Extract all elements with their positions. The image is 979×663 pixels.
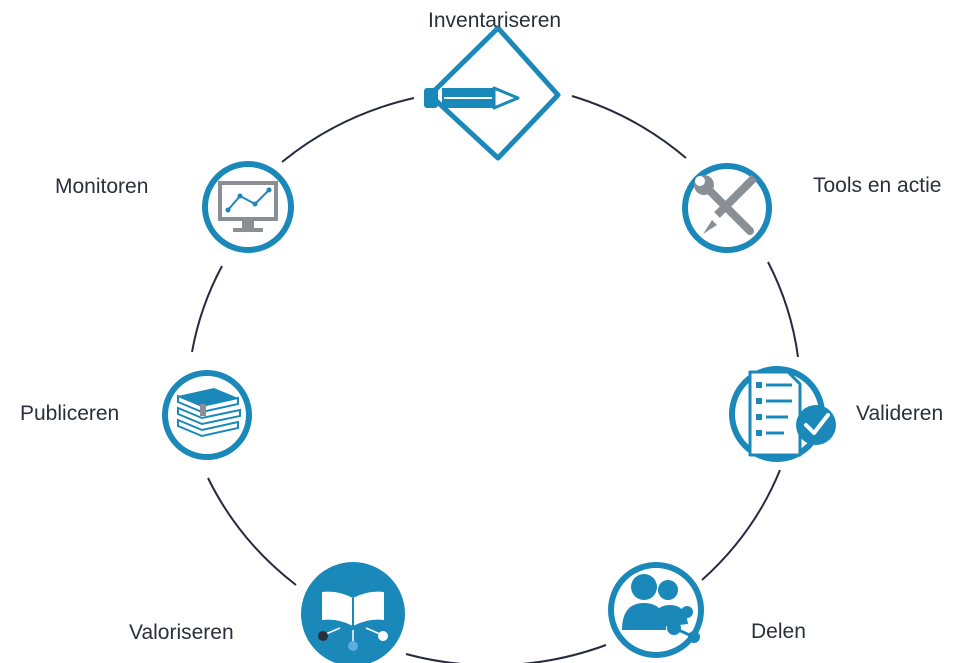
step-publiceren-icon	[162, 370, 252, 460]
label-delen: Delen	[751, 620, 806, 643]
arc-delen-valoriseren	[405, 644, 607, 663]
label-inventariseren: Inventariseren	[428, 9, 562, 32]
share-people-icon	[622, 574, 700, 643]
arc-monitoren-inventariseren	[281, 97, 415, 163]
step-valoriseren-icon	[301, 562, 405, 663]
arc-inventariseren-tools	[571, 95, 687, 159]
ring-connectors	[191, 95, 799, 663]
step-delen-icon	[608, 562, 704, 658]
check-badge-icon	[796, 405, 836, 445]
wrench-screwdriver-icon	[694, 174, 758, 235]
label-monitoren: Monitoren	[55, 175, 149, 198]
label-valideren: Valideren	[856, 402, 944, 425]
step-inventariseren-icon	[424, 25, 561, 161]
arc-valoriseren-publiceren	[207, 477, 297, 586]
arc-tools-valideren	[767, 261, 799, 358]
label-tools-en-actie: Tools en actie	[813, 174, 942, 197]
arc-publiceren-monitoren	[191, 265, 223, 353]
step-monitoren-icon	[202, 161, 294, 253]
open-book-icon	[318, 591, 388, 651]
checklist-document-icon	[748, 370, 802, 457]
pencil-icon	[424, 86, 520, 110]
step-valideren-icon	[729, 366, 836, 462]
label-publiceren: Publiceren	[20, 402, 120, 425]
step-tools-icon	[682, 163, 772, 253]
monitor-chart-icon	[218, 181, 278, 232]
label-valoriseren: Valoriseren	[129, 621, 234, 644]
arc-valideren-delen	[701, 469, 781, 581]
book-stack-icon	[177, 388, 241, 438]
